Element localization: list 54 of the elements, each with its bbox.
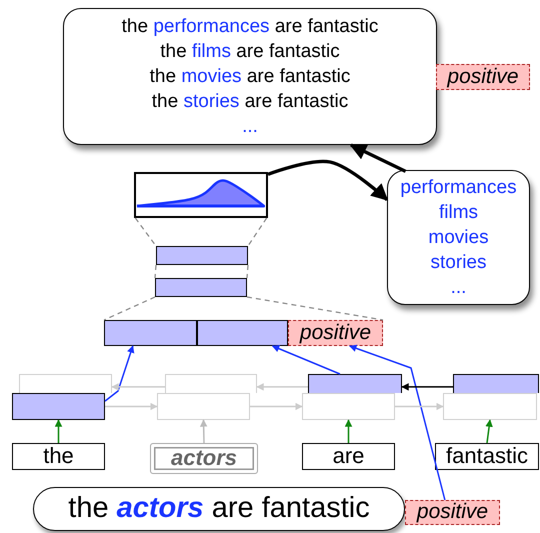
vector-box xyxy=(155,278,247,297)
arrow xyxy=(485,419,493,444)
callout-box xyxy=(63,8,437,145)
projection-line xyxy=(248,218,268,246)
vector-box xyxy=(453,374,539,393)
vector-box xyxy=(19,374,112,393)
sentence-text: the stories are fantastic xyxy=(152,90,348,114)
vector-box xyxy=(302,393,395,420)
projection-line xyxy=(104,296,156,321)
sentence-text: the films are fantastic xyxy=(160,40,340,64)
arrow xyxy=(272,345,340,375)
arrow xyxy=(104,345,134,402)
projection-line xyxy=(246,264,249,278)
vector-box xyxy=(197,320,288,346)
vector-box xyxy=(165,374,257,393)
arrow xyxy=(200,419,208,444)
sentiment-tag: positive xyxy=(436,64,530,90)
word-box: the xyxy=(12,443,105,470)
arrow xyxy=(105,402,158,410)
vector-box xyxy=(443,393,537,420)
histogram-box xyxy=(134,172,268,218)
arrow xyxy=(250,402,303,410)
word-box: are xyxy=(302,443,395,470)
arrow xyxy=(267,160,388,201)
vector-box xyxy=(308,374,402,393)
sentiment-tag: positive xyxy=(288,320,383,346)
sentence-text: ... xyxy=(242,115,258,139)
word-box: fantastic xyxy=(435,443,539,470)
arrow xyxy=(344,419,352,443)
arrow xyxy=(401,383,453,391)
vector-box xyxy=(157,393,250,420)
word-text: stories xyxy=(430,251,486,275)
arrow xyxy=(54,419,62,443)
vector-box xyxy=(12,393,105,420)
projection-line xyxy=(246,296,384,321)
word-text: ... xyxy=(450,276,466,300)
sentence-text: the movies are fantastic xyxy=(150,65,350,89)
sentiment-tag: positive xyxy=(405,500,500,525)
arrow xyxy=(349,143,406,173)
word-text: performances xyxy=(400,176,517,200)
arrow xyxy=(349,344,446,500)
arrow xyxy=(395,402,444,410)
masked-word-box: actors xyxy=(150,443,258,474)
callout-box xyxy=(387,170,530,305)
vector-box xyxy=(104,320,197,346)
arrow xyxy=(256,383,308,391)
word-text: movies xyxy=(428,226,489,250)
vector-box xyxy=(156,246,248,265)
projection-line xyxy=(154,264,157,278)
projection-line xyxy=(134,218,156,246)
sentence-box: the actors are fantastic xyxy=(33,487,405,531)
word-text: films xyxy=(438,201,478,225)
arrow xyxy=(111,383,165,391)
sentence-text: the performances are fantastic xyxy=(122,15,378,39)
